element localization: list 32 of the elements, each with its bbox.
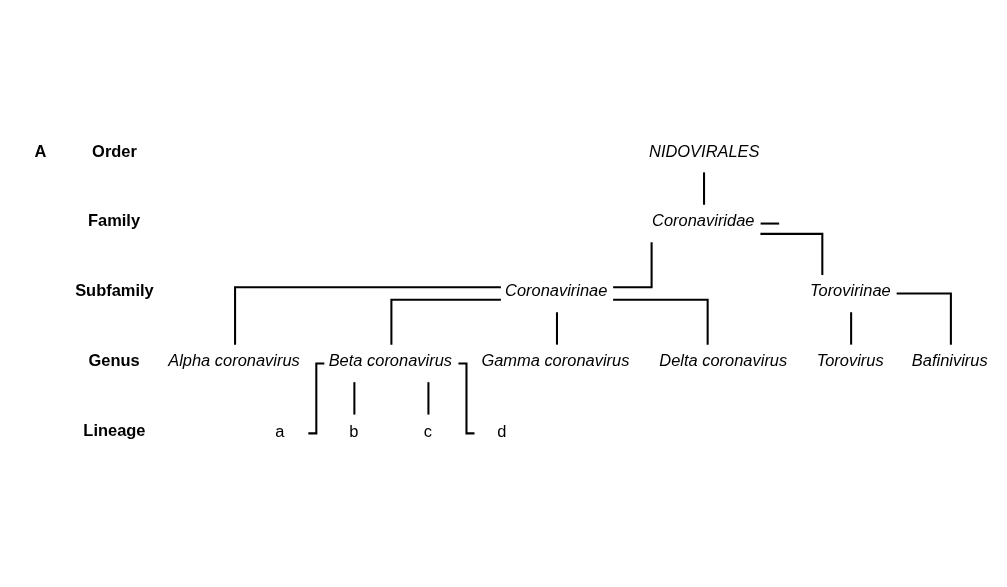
connector bbox=[234, 286, 501, 345]
node-text: Torovirinae bbox=[809, 281, 891, 300]
node-text: Bafinivirus bbox=[911, 351, 988, 370]
node-text: b bbox=[349, 422, 359, 441]
connector bbox=[850, 312, 853, 345]
label: Lineage bbox=[83, 421, 146, 440]
label: A bbox=[34, 141, 47, 160]
node-text: Beta coronavirus bbox=[328, 351, 453, 370]
connector bbox=[427, 382, 430, 415]
node-text: Coronaviridae bbox=[652, 211, 755, 230]
node-text: d bbox=[497, 422, 507, 441]
connector bbox=[896, 292, 952, 345]
node-text: Coronavirinae bbox=[505, 281, 608, 300]
node-text: Gamma coronavirus bbox=[481, 351, 630, 370]
connector bbox=[390, 298, 501, 345]
label: Subfamily bbox=[75, 281, 154, 300]
connector bbox=[555, 312, 558, 345]
node-text: NIDOVIRALES bbox=[649, 141, 760, 160]
node-text: Alpha coronavirus bbox=[168, 351, 300, 370]
node-text: Torovirus bbox=[816, 351, 884, 370]
connector bbox=[353, 382, 356, 415]
connector bbox=[613, 298, 709, 345]
label: Genus bbox=[88, 351, 140, 370]
node-text: a bbox=[275, 422, 285, 441]
node-text: Delta coronavirus bbox=[659, 351, 788, 370]
connector bbox=[613, 242, 653, 289]
label: Family bbox=[87, 211, 141, 230]
connector bbox=[760, 232, 824, 275]
connector bbox=[760, 222, 780, 225]
node-text: c bbox=[423, 422, 433, 441]
label: Order bbox=[92, 141, 137, 160]
connector bbox=[703, 172, 706, 205]
